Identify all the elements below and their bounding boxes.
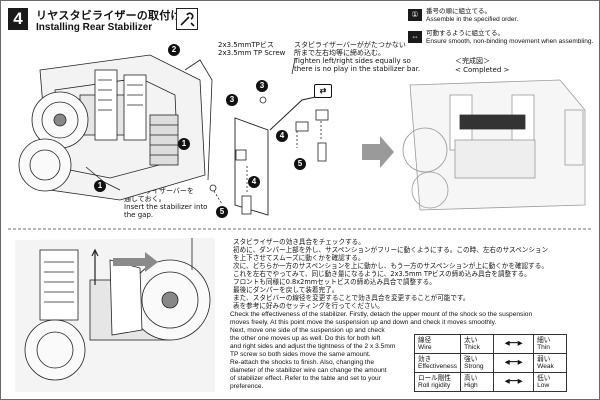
check-jp-line: 表を参考に好みのセッティングを行ってください。: [233, 302, 384, 310]
check-jp-line: を上下させてスムーズに動くかを確認する。: [233, 254, 365, 262]
right-value-en: Thin: [537, 344, 550, 351]
row-label-en: Effectiveness: [418, 363, 458, 370]
tighten-callout: スタビライザーバーががたつかない 所まで左右均等に締め込む。 Tighten l…: [294, 41, 420, 73]
wrench-tool-icon: [176, 8, 198, 30]
insert-callout-jp1: スタビライザーバーを: [124, 187, 194, 195]
check-en-line: preference.: [230, 383, 264, 390]
check-en-line: and right sides and adjust the tightness…: [230, 343, 396, 350]
movement-arrow-icon: [113, 252, 158, 272]
tighten-callout-jp1: スタビライザーバーががたつかない: [294, 41, 406, 49]
right-value-jp: 弱い: [537, 355, 551, 363]
tighten-callout-jp2: 所まで左右均等に締め込む。: [294, 49, 385, 57]
left-value-jp: 太い: [464, 336, 478, 344]
left-value-en: High: [464, 382, 478, 389]
left-value-jp: 強い: [464, 355, 478, 363]
part-number-4b: 4: [248, 176, 260, 188]
check-illustration: [15, 238, 215, 392]
completed-label-en: < Completed >: [455, 66, 510, 74]
chassis-drawing: [18, 54, 213, 201]
step-title-en: Installing Rear Stabilizer: [36, 22, 153, 33]
part-number-4: 4: [276, 130, 288, 142]
screw-callout: 2x3.5mmTPビス 2x3.5mm TP Screw: [218, 41, 285, 57]
insert-callout-jp2: 通しておく。: [124, 195, 166, 203]
legend-movement-text: 可動するように組立てる。 Ensure smooth, non-binding …: [426, 30, 596, 45]
check-en-line: diameter of the stabilizer wire can chan…: [230, 367, 387, 374]
part-number-3: 3: [226, 94, 238, 106]
completed-label: ＜完成図＞ < Completed >: [455, 57, 509, 75]
left-value-en: Thick: [464, 344, 480, 351]
tighten-callout-en1: Tighten left/right sides equally so: [294, 57, 411, 65]
check-jp-line: 次に、どちらか一方のサスペンションを上に動かし、もう一方のサスペンションが上に動…: [233, 262, 548, 270]
completed-label-jp: ＜完成図＞: [455, 57, 490, 65]
part-number-1: 1: [178, 138, 190, 150]
check-instructions-en-wide: Check the effectiveness of the stabilize…: [230, 311, 595, 327]
row-label-jp: 線径: [418, 336, 432, 344]
check-jp-line: フロントも同様に0.8x2mmセットビスの締め込み具合で調整する。: [233, 278, 436, 286]
check-en-line: the other one moves up as well. Do this …: [230, 335, 381, 342]
smooth-movement-icon: ⇔: [408, 31, 422, 43]
double-arrow-icon: ◀━━▶: [493, 353, 535, 373]
legend-order-text: 番号の順に組立てる。 Assemble in the specified ord…: [426, 8, 518, 23]
left-value-jp: 高い: [464, 374, 478, 382]
stabilizer-bar: [234, 117, 269, 216]
right-value-jp: 細い: [537, 336, 551, 344]
swap-arrows-icon: ⇄: [314, 84, 332, 98]
part-number-3b: 3: [256, 80, 268, 92]
part-number-1b: 1: [94, 180, 106, 192]
check-jp-line: これを左右でやってみて、同じ動き量になるように、2x3.5mm TPビスの締め込…: [233, 270, 531, 278]
double-arrow-icon: ◀━━▶: [493, 372, 535, 392]
step-number-badge: 4: [8, 8, 28, 30]
left-value-en: Strong: [464, 363, 484, 370]
legend-order-jp: 番号の順に組立てる。: [426, 8, 491, 15]
check-jp-line: 初めに、ダンパー上部を外し、サスペンションがフリーに動くようにする。この時、左右…: [233, 246, 549, 254]
assembly-order-icon: ①: [408, 9, 422, 21]
row-label-en: Wire: [418, 344, 432, 351]
insert-callout-en1: Insert the stabilizer into: [124, 203, 208, 211]
completed-view-drawing: [402, 79, 586, 211]
check-jp-line: また、スタビバーの線径を変更することで効き具合を変更することが可能です。: [233, 294, 470, 302]
check-jp-line: 最後にダンパーを戻して装着完了。: [233, 286, 339, 294]
legend-movement-en: Ensure smooth, non-binding movement when…: [426, 37, 594, 45]
completed-arrow-icon: [362, 136, 394, 168]
check-en-line: TP screw so both sides move the same amo…: [230, 351, 371, 358]
row-label-jp: 効き: [418, 355, 432, 363]
insert-callout: スタビライザーバーを 通しておく。 Insert the stabilizer …: [124, 187, 207, 219]
screw-callout-en: 2x3.5mm TP Screw: [218, 49, 286, 57]
check-en-wide-line: Check the effectiveness of the stabilize…: [230, 311, 533, 318]
part-number-5: 5: [294, 158, 306, 170]
check-jp-line: スタビライザーの効き具合をチェックする。: [233, 238, 365, 246]
check-instructions-en: Next, move one side of the suspension up…: [230, 327, 430, 391]
legend-order-en: Assemble in the specified order.: [426, 15, 519, 23]
check-en-line: Re-attach the shocks to finish. Also, ch…: [230, 359, 375, 366]
screw-callout-jp: 2x3.5mmTPビス: [218, 41, 274, 49]
part-number-5b: 5: [216, 206, 228, 218]
check-en-wide-line: moves freely. At this point move the sus…: [230, 319, 497, 326]
check-instructions-jp: スタビライザーの効き具合をチェックする。 初めに、ダンパー上部を外し、サスペンシ…: [233, 238, 593, 310]
check-en-line: Next, move one side of the suspension up…: [230, 327, 385, 334]
check-en-line: of stabilizer effect. Refer to the table…: [230, 375, 381, 382]
right-value-en: Weak: [537, 363, 554, 370]
right-value-en: Low: [537, 382, 550, 389]
row-label-jp: ロール剛性: [418, 374, 451, 382]
tighten-callout-en2: there is no play in the stabilizer bar.: [294, 65, 421, 73]
legend-movement-jp: 可動するように組立てる。: [426, 30, 504, 37]
insert-callout-en2: the gap.: [124, 211, 154, 219]
step-title-jp: リヤスタビライザーの取付け: [36, 9, 182, 22]
right-value-jp: 低い: [537, 374, 551, 382]
row-label-en: Roll rigidity: [418, 382, 451, 389]
double-arrow-icon: ◀━━▶: [493, 334, 535, 354]
part-number-2: 2: [168, 44, 180, 56]
